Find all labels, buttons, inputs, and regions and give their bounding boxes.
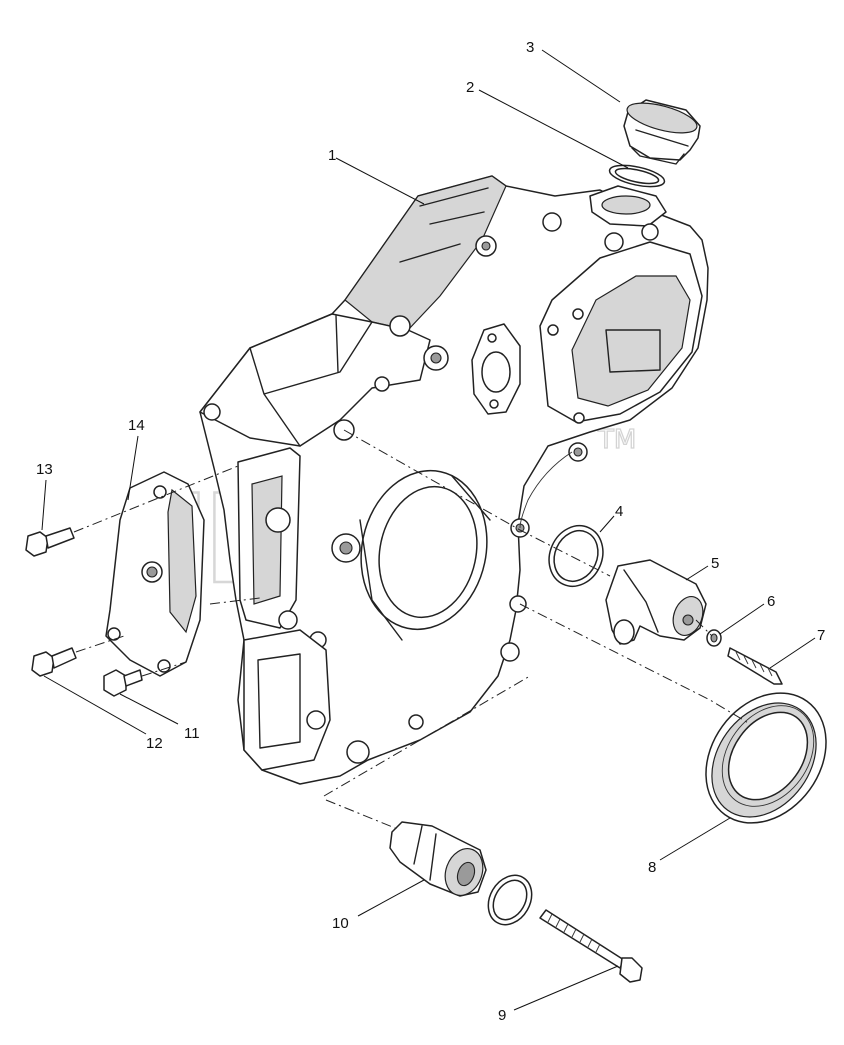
callout-8[interactable]: 8 [648, 859, 656, 876]
callout-11[interactable]: 11 [184, 725, 200, 742]
callout-14[interactable]: 14 [128, 417, 145, 434]
part-10-o-ring[interactable] [480, 867, 541, 932]
part-8-seal[interactable] [681, 670, 844, 847]
part-6-washer[interactable] [706, 629, 722, 647]
leader-lines [41, 49, 816, 1011]
callout-4[interactable]: 4 [615, 503, 623, 520]
part-9-bolt[interactable] [539, 909, 643, 983]
part-11-bolt[interactable] [103, 669, 143, 697]
callout-9[interactable]: 9 [498, 1007, 506, 1024]
part-7-screw[interactable] [727, 647, 783, 685]
callout-13[interactable]: 13 [36, 461, 53, 478]
callout-7[interactable]: 7 [817, 627, 825, 644]
part-13-bolt[interactable] [25, 527, 75, 557]
part-3-filler-cap[interactable] [623, 97, 701, 165]
callout-1[interactable]: 1 [328, 147, 336, 164]
callout-5[interactable]: 5 [711, 555, 719, 572]
part-14-cover-gasket[interactable] [105, 471, 205, 677]
callout-2[interactable]: 2 [466, 79, 474, 96]
callout-3[interactable]: 3 [526, 39, 534, 56]
callout-10[interactable]: 10 [332, 915, 349, 932]
part-10-plug[interactable] [389, 821, 489, 901]
callout-12[interactable]: 12 [146, 735, 163, 752]
part-2-o-ring[interactable] [608, 161, 667, 190]
callout-6[interactable]: 6 [767, 593, 775, 610]
part-5-elbow-housing[interactable] [605, 559, 708, 645]
watermark-trademark: TM [597, 425, 636, 455]
callout-labels: 1 2 3 4 5 6 7 8 9 10 11 12 13 14 [36, 39, 825, 1024]
part-4-o-ring[interactable] [540, 517, 613, 595]
assembly-lines [73, 429, 751, 831]
part-12-bolt[interactable] [31, 647, 77, 677]
part-1-housing[interactable] [199, 175, 709, 785]
